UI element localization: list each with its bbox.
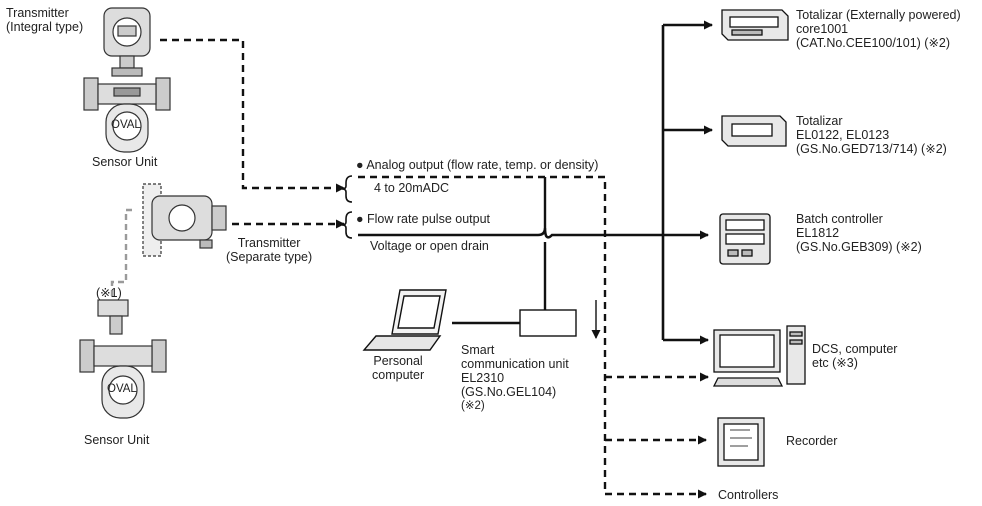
batch-controller-label: Batch controller EL1812 (GS.No.GEB309) (…: [796, 212, 922, 254]
transmitter-integral-icon: [103, 7, 151, 77]
totalizar-label: Totalizar EL0122, EL0123 (GS.No.GED713/7…: [796, 114, 947, 156]
pulse-brace: [341, 211, 353, 239]
sensor-unit-bottom-label: Sensor Unit: [84, 433, 150, 447]
smart-unit-box: [519, 309, 577, 337]
totalizar-icon: [721, 115, 787, 147]
laptop-icon: [362, 289, 447, 351]
analog-output-label: ● Analog output (flow rate, temp. or den…: [356, 158, 599, 172]
totalizar-ext-icon: [721, 9, 789, 41]
totalizar-ext-label: Totalizar (Externally powered) core1001 …: [796, 8, 961, 50]
pulse-output-line: [358, 227, 709, 240]
recorder-icon: [717, 417, 765, 467]
controllers-label: Controllers: [718, 488, 779, 502]
analog-brace: [341, 175, 353, 203]
personal-computer-label: Personal computer: [372, 354, 425, 382]
sensor-unit-top-icon: [83, 77, 171, 153]
recorder-label: Recorder: [786, 434, 838, 448]
sensor-unit-top-label: Sensor Unit: [92, 155, 158, 169]
sensor-unit-bottom-icon: [79, 299, 167, 419]
transmitter-integral-label: Transmitter (Integral type): [6, 6, 84, 34]
sensor-badge-top: OVAL: [111, 119, 141, 131]
note-1-label: (※1): [96, 286, 122, 300]
transmitter-separate-label: Transmitter (Separate type): [226, 236, 313, 264]
separate-cable-line: [110, 208, 132, 298]
analog-output-line: [358, 175, 607, 494]
batch-controller-icon: [719, 213, 771, 265]
dcs-computer-icon: [712, 325, 806, 387]
dcs-label: DCS, computer etc (※3): [812, 342, 898, 370]
smart-unit-label: Smart communication unit EL2310 (GS.No.G…: [461, 343, 569, 412]
sensor-badge-bottom: OVAL: [107, 383, 137, 395]
pulse-type-label: Voltage or open drain: [370, 239, 489, 253]
pulse-output-label: ● Flow rate pulse output: [356, 212, 491, 226]
integral-signal-line: [160, 38, 345, 193]
analog-range-label: 4 to 20mADC: [374, 181, 450, 195]
transmitter-separate-icon: [142, 183, 227, 257]
